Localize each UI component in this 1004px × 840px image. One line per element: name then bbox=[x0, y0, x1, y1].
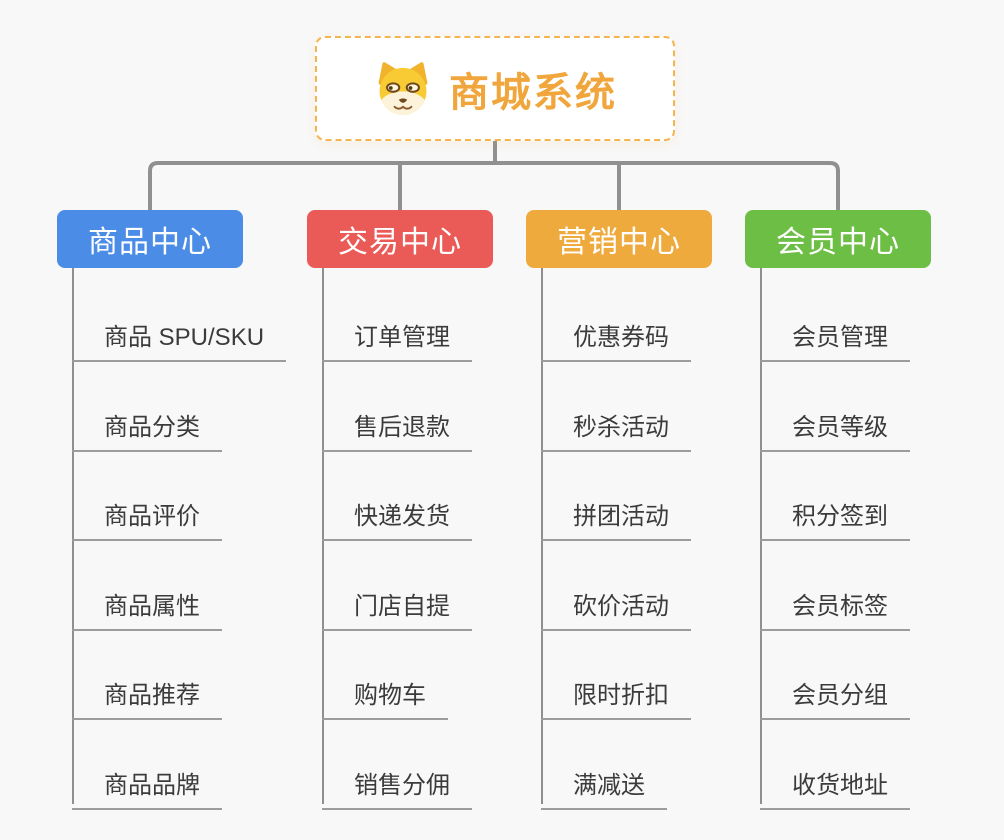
branch-spine-product-center bbox=[72, 268, 74, 804]
branch-spine-member-center bbox=[760, 268, 762, 804]
leaf-node[interactable]: 商品品牌 bbox=[72, 752, 222, 810]
leaf-node[interactable]: 砍价活动 bbox=[541, 573, 691, 631]
leaf-node[interactable]: 订单管理 bbox=[322, 304, 472, 362]
leaf-node[interactable]: 商品分类 bbox=[72, 394, 222, 452]
leaf-node[interactable]: 满减送 bbox=[541, 752, 667, 810]
leaf-node[interactable]: 限时折扣 bbox=[541, 662, 691, 720]
root-node[interactable]: 商城系统 bbox=[315, 36, 675, 141]
leaf-node[interactable]: 收货地址 bbox=[760, 752, 910, 810]
leaf-node[interactable]: 优惠券码 bbox=[541, 304, 691, 362]
branch-spine-trade-center bbox=[322, 268, 324, 804]
branch-box-marketing-center[interactable]: 营销中心 bbox=[526, 210, 712, 268]
branch-box-trade-center[interactable]: 交易中心 bbox=[307, 210, 493, 268]
root-title: 商城系统 bbox=[449, 70, 617, 115]
leaf-node[interactable]: 购物车 bbox=[322, 662, 448, 720]
leaf-node[interactable]: 会员等级 bbox=[760, 394, 910, 452]
branch-box-product-center[interactable]: 商品中心 bbox=[57, 210, 243, 268]
leaf-node[interactable]: 秒杀活动 bbox=[541, 394, 691, 452]
branch-box-member-center[interactable]: 会员中心 bbox=[745, 210, 931, 268]
leaf-node[interactable]: 积分签到 bbox=[760, 483, 910, 541]
leaf-node[interactable]: 商品 SPU/SKU bbox=[72, 304, 287, 362]
leaf-node[interactable]: 快递发货 bbox=[322, 483, 472, 541]
leaf-node[interactable]: 商品评价 bbox=[72, 483, 222, 541]
leaf-node[interactable]: 售后退款 bbox=[322, 394, 472, 452]
leaf-node[interactable]: 商品属性 bbox=[72, 573, 222, 631]
leaf-node[interactable]: 会员标签 bbox=[760, 573, 910, 631]
leaf-node[interactable]: 销售分佣 bbox=[322, 752, 472, 810]
leaf-node[interactable]: 拼团活动 bbox=[541, 483, 691, 541]
leaf-node[interactable]: 门店自提 bbox=[322, 573, 472, 631]
branch-spine-marketing-center bbox=[541, 268, 543, 804]
leaf-node[interactable]: 商品推荐 bbox=[72, 662, 222, 720]
dog-face-icon bbox=[373, 60, 433, 117]
leaf-node[interactable]: 会员分组 bbox=[760, 662, 910, 720]
leaf-node[interactable]: 会员管理 bbox=[760, 304, 910, 362]
